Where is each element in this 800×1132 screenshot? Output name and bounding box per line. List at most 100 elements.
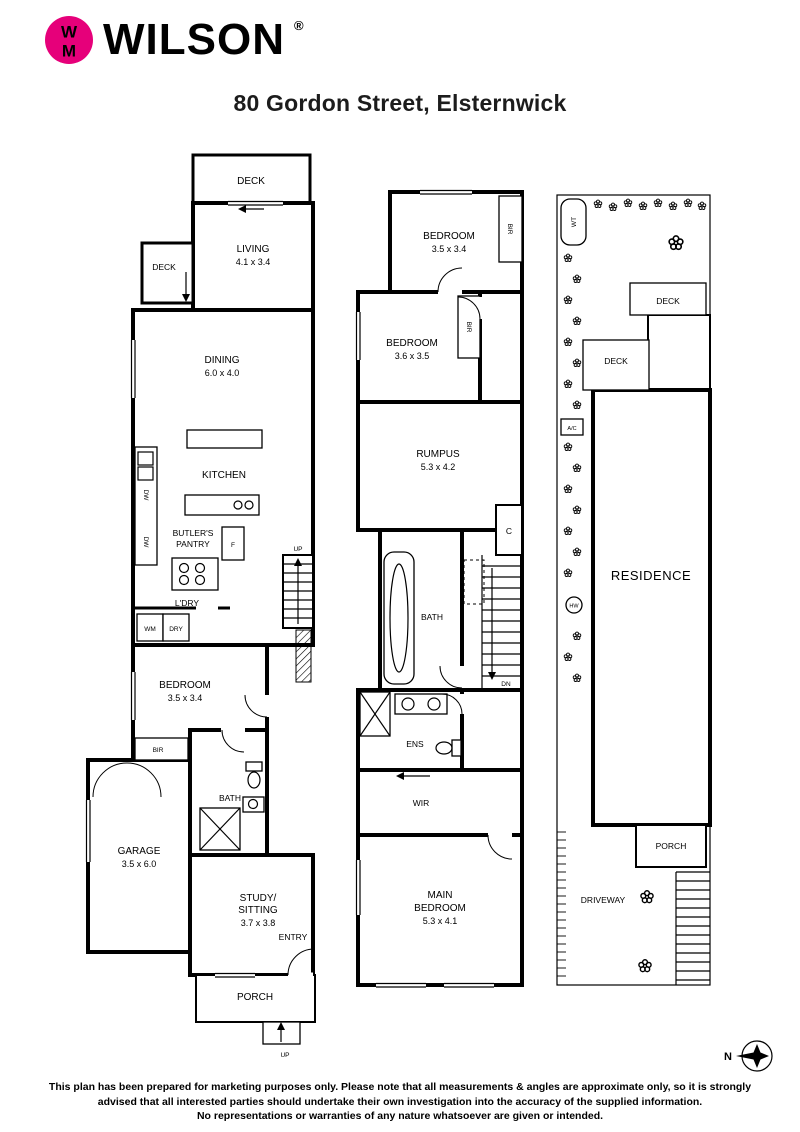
ff-windows	[354, 188, 494, 989]
wir-label: WIR	[413, 798, 430, 808]
living-label: LIVING	[237, 244, 270, 255]
ensuite-label: ENS	[406, 739, 424, 749]
deck-side-room	[140, 241, 195, 305]
living-room	[191, 201, 315, 312]
site-steps	[675, 871, 710, 985]
hot-water-unit	[565, 596, 583, 614]
ff-doors	[437, 267, 513, 860]
site-plan: WT DECK DECK A/C HW RESIDENCE PORCH DRIV…	[556, 194, 712, 986]
site-deck-lower	[582, 339, 650, 391]
sink-icon	[233, 500, 243, 510]
disclaimer: This plan has been prepared for marketin…	[0, 1080, 800, 1124]
disclaimer-line2: advised that all interested parties shou…	[97, 1095, 703, 1108]
dining-label: DINING	[205, 355, 240, 366]
driveway-label: DRIVEWAY	[581, 895, 626, 905]
hot-water-label: HW	[569, 604, 579, 610]
toilet-cistern	[451, 739, 462, 757]
dry-label: DRY	[169, 626, 183, 633]
main-bedroom-label: MAIN	[428, 890, 453, 901]
bathtub	[383, 551, 415, 685]
ac-unit-box	[560, 418, 584, 436]
bir-robe	[134, 737, 189, 761]
basin-icon	[401, 697, 415, 711]
site-porch-box	[635, 824, 707, 868]
study-label2: SITTING	[238, 905, 278, 916]
logo-w-glyph: W	[61, 23, 78, 42]
toilet-cistern	[245, 761, 263, 772]
cupboard-box	[495, 504, 523, 556]
burner-icon	[178, 562, 190, 574]
logo-circle	[45, 16, 93, 64]
laundry-fixtures	[136, 613, 190, 642]
disclaimer-line1: This plan has been prepared for marketin…	[48, 1081, 752, 1093]
cooktop	[171, 557, 219, 591]
rumpus-dims: 5.3 x 4.2	[421, 462, 456, 472]
bedroom1-label: BEDROOM	[423, 231, 475, 242]
stairs-down-label: DN	[501, 681, 511, 688]
bir2-robe	[457, 295, 481, 359]
burner-icon	[194, 574, 206, 586]
kitchen-fixtures	[134, 429, 263, 591]
main-bedroom-label2: BEDROOM	[414, 903, 466, 914]
stairs-up	[282, 554, 314, 629]
bedroom1-dims: 3.5 x 3.4	[432, 244, 467, 254]
sink-icon	[244, 500, 254, 510]
bir2-label: BIR	[465, 322, 472, 333]
main-bedroom-dims: 5.3 x 4.1	[423, 916, 458, 926]
wir-room	[356, 768, 524, 837]
dining-dims: 6.0 x 4.0	[205, 368, 240, 378]
burner-icon	[178, 574, 190, 586]
brand-name: WILSON	[103, 15, 285, 64]
water-tank	[560, 198, 587, 246]
dishwasher-label: DW	[142, 490, 149, 502]
page-title: 80 Gordon Street, Elsternwick	[233, 90, 567, 116]
site-deck-upper-label: DECK	[656, 296, 680, 306]
deck-top-room	[191, 153, 312, 205]
toilet	[247, 771, 261, 789]
bath-ff-label: BATH	[421, 612, 443, 622]
ground-floor-plan: DECK LIVING 4.1 x 3.4 DECK DINING 6.0 x …	[84, 153, 316, 1059]
bedroom-label: BEDROOM	[159, 680, 211, 691]
basin-icon	[427, 697, 441, 711]
compass-star	[736, 1044, 769, 1068]
compass: N	[724, 1040, 773, 1072]
kitchen-bench	[184, 494, 260, 516]
ac-unit-label: A/C	[567, 426, 576, 432]
logo-m-glyph: M	[62, 42, 76, 61]
ground-doors	[92, 694, 315, 978]
study-label: STUDY/	[240, 893, 277, 904]
study-room	[188, 853, 315, 977]
bir-label: BIR	[153, 747, 164, 754]
stairs-up-label: UP	[293, 546, 302, 553]
rumpus-room	[356, 400, 524, 532]
side-steps-hatch	[295, 629, 312, 683]
porch-up-label: UP	[280, 1052, 289, 1059]
residence-label: RESIDENCE	[611, 568, 691, 583]
basin-icon	[247, 798, 259, 810]
void-dashed	[463, 559, 485, 605]
living-dims: 4.1 x 3.4	[236, 257, 271, 267]
deck-top-label: DECK	[237, 176, 265, 187]
stair-hall	[478, 290, 524, 404]
ens-vanity	[394, 693, 448, 715]
dryer-box	[162, 613, 190, 642]
water-tank-label: WT	[571, 217, 578, 227]
butlers-pantry-label: BUTLER'S	[173, 528, 214, 538]
cupboard-label: C	[506, 526, 512, 536]
site-deck-lower-label: DECK	[604, 356, 628, 366]
butlers-pantry-label2: PANTRY	[176, 539, 210, 549]
kitchen-island	[186, 429, 263, 449]
laundry-label: L'DRY	[175, 598, 199, 608]
fridge-label: F	[231, 542, 235, 549]
sink-bowl	[137, 451, 154, 466]
landing	[460, 688, 524, 772]
disclaimer-line3: No representations or warranties of any …	[196, 1110, 604, 1122]
fence-ticks	[557, 831, 566, 977]
garage-dims: 3.5 x 6.0	[122, 859, 157, 869]
toilet	[435, 741, 453, 755]
residence-main	[591, 388, 712, 827]
burner-icon	[194, 562, 206, 574]
garage-label: GARAGE	[118, 846, 161, 857]
bath-label: BATH	[219, 793, 241, 803]
porch-label: PORCH	[237, 992, 273, 1003]
